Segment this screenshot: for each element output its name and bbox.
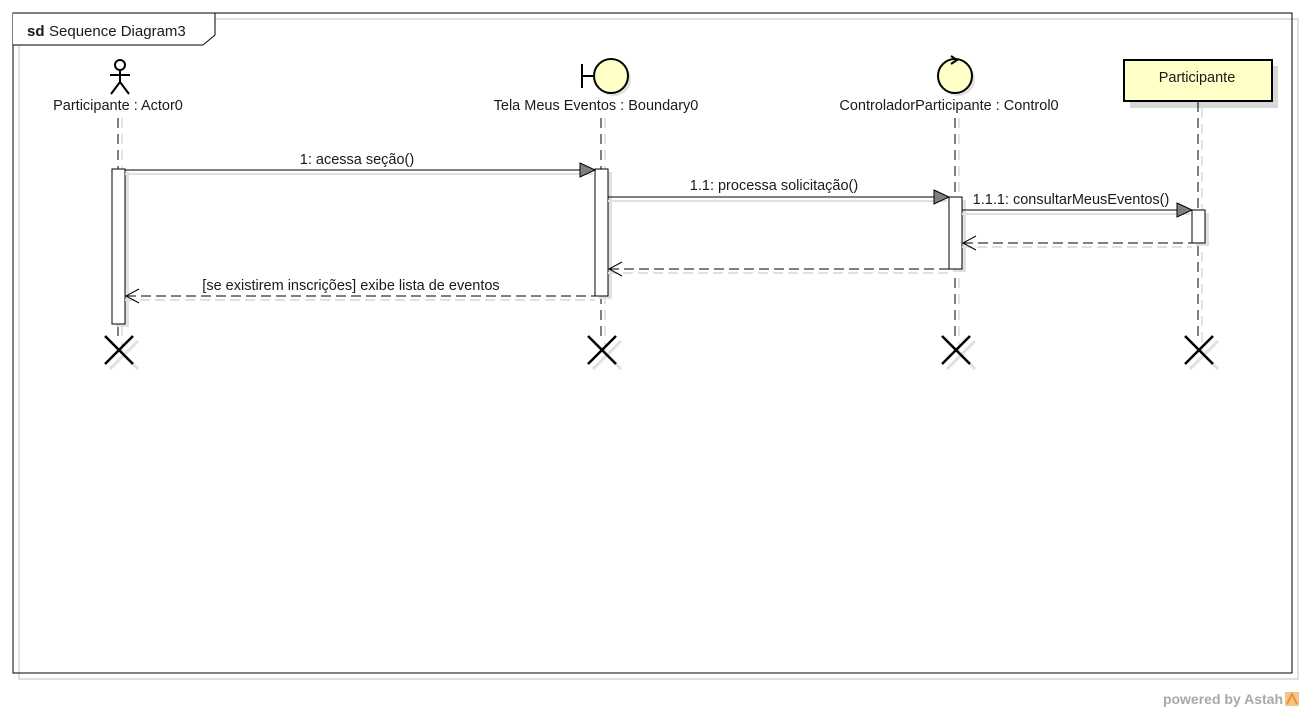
open-arrowhead-icon <box>961 235 977 251</box>
lifeline-label: Tela Meus Eventos : Boundary0 <box>494 98 699 114</box>
destroy-icon <box>104 335 140 371</box>
lifeline-label: Participante <box>1159 70 1236 86</box>
frame-title: Sequence Diagram3 <box>49 23 186 40</box>
astah-logo-icon <box>1285 692 1299 706</box>
message-return[interactable]: [se existirem inscrições] exibe lista de… <box>124 278 595 304</box>
frame-keyword: sd <box>27 23 45 40</box>
actor-icon <box>110 59 130 95</box>
message-return[interactable] <box>961 235 1192 251</box>
class-box <box>1123 59 1273 102</box>
message-sync[interactable]: 1.1.1: consultarMeusEventos() <box>962 192 1194 218</box>
diagram-frame <box>12 12 1293 674</box>
destroy-icon <box>941 335 977 371</box>
message-label: 1: acessa seção() <box>300 152 414 168</box>
destroy-icon <box>587 335 623 371</box>
filled-arrowhead-icon <box>933 189 951 205</box>
lifeline-actor[interactable]: Participante : Actor0 <box>53 59 183 371</box>
frame-tab <box>13 12 216 46</box>
lifeline-label: Participante : Actor0 <box>53 98 183 114</box>
message-label: 1.1.1: consultarMeusEventos() <box>973 192 1170 208</box>
lifeline-control[interactable]: ControladorParticipante : Control0 <box>839 55 1059 371</box>
destroy-icon <box>1184 335 1220 371</box>
filled-arrowhead-icon <box>1176 202 1194 218</box>
message-sync[interactable]: 1.1: processa solicitação() <box>608 178 951 205</box>
control-icon <box>937 55 975 96</box>
message-sync[interactable]: 1: acessa seção() <box>125 152 597 178</box>
message-label: [se existirem inscrições] exibe lista de… <box>202 278 499 294</box>
boundary-icon <box>581 58 631 96</box>
powered-by-text: powered by Astah <box>1162 691 1283 707</box>
message-return[interactable] <box>607 261 949 277</box>
powered-by-watermark: powered by Astah <box>1163 691 1299 707</box>
open-arrowhead-icon <box>124 288 140 304</box>
open-arrowhead-icon <box>607 261 623 277</box>
lifeline-class[interactable]: Participante <box>1123 59 1278 371</box>
message-label: 1.1: processa solicitação() <box>690 178 858 194</box>
lifeline-label: ControladorParticipante : Control0 <box>839 98 1058 114</box>
lifeline-boundary[interactable]: Tela Meus Eventos : Boundary0 <box>494 58 699 371</box>
filled-arrowhead-icon <box>579 162 597 178</box>
